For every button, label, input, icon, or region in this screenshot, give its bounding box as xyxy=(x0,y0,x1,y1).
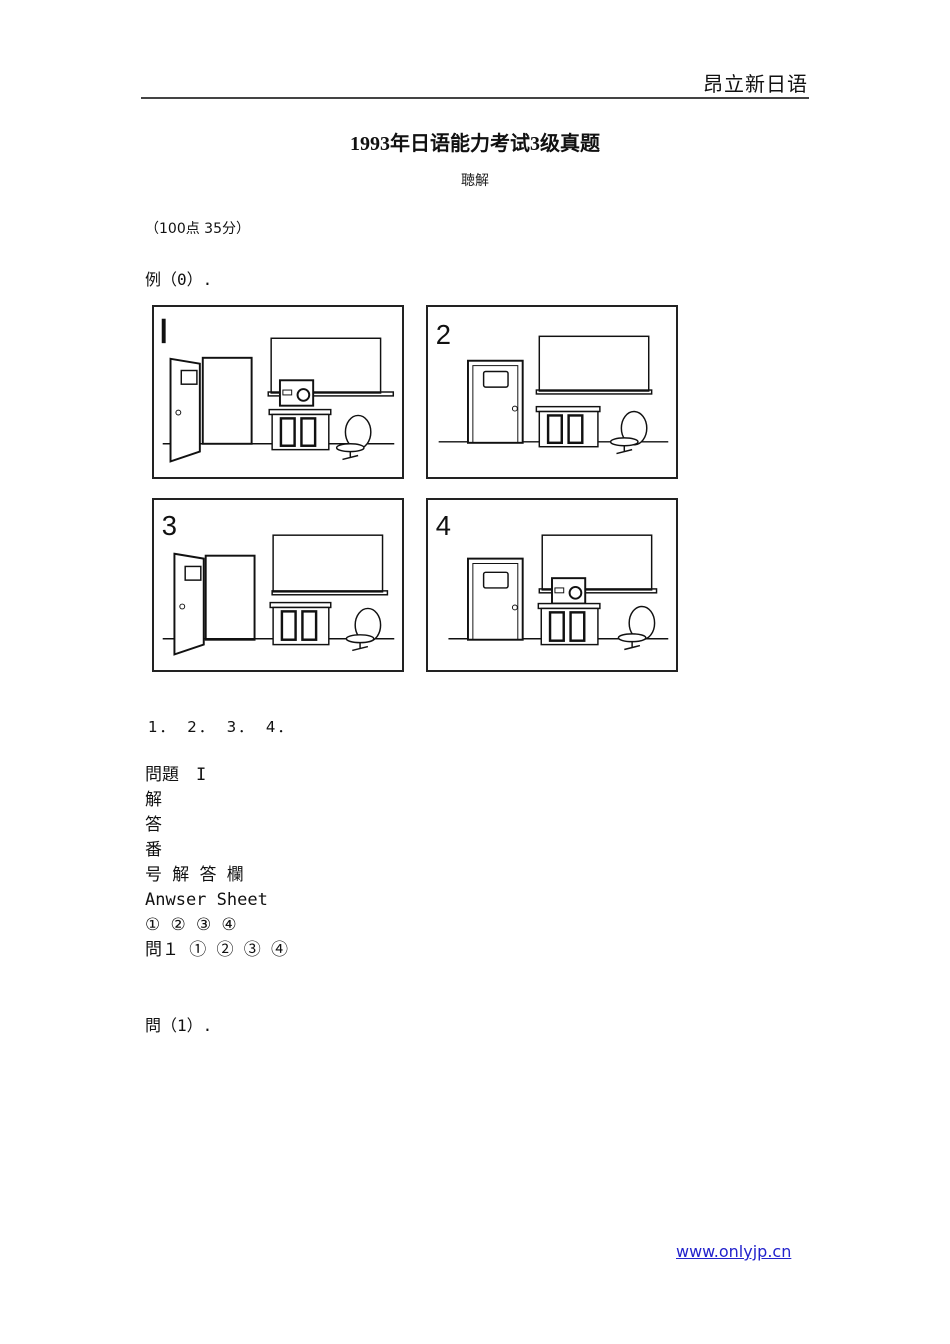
answer-sheet-line: Anwser Sheet xyxy=(145,890,268,910)
answer-sheet-line: 問題 I xyxy=(145,765,207,785)
question-1-label: 問（1）. xyxy=(145,1016,213,1035)
footer-website-link[interactable]: www.onlyjp.cn xyxy=(676,1242,792,1261)
classroom-open-door-illustration: 3 xyxy=(162,510,395,656)
score-time-info: （100点 35分） xyxy=(145,221,250,237)
answer-sheet-line: ① ② ③ ④ xyxy=(145,915,237,935)
answer-choices: 1． 2． 3． 4． xyxy=(148,718,295,736)
brand-name: 昂立新日语 xyxy=(703,72,808,96)
header-divider xyxy=(141,97,809,99)
panel-3: 3 xyxy=(152,498,404,672)
document-title: 1993年日语能力考试3级真题 xyxy=(350,133,600,155)
answer-sheet-line: 解 xyxy=(145,790,162,810)
panel-4: 4 xyxy=(426,498,678,672)
panel-2: 2 xyxy=(426,305,678,479)
answer-sheet: 問題 I 解 答 番 号 解 答 欄 Anwser Sheet ① ② ③ ④ … xyxy=(145,763,288,963)
classroom-closed-door-illustration: 2 xyxy=(436,319,669,455)
answer-sheet-line: 答 xyxy=(145,815,162,835)
picture-panels: 2 3 xyxy=(152,305,678,673)
svg-text:3: 3 xyxy=(162,510,177,541)
answer-sheet-line: 問１ ① ② ③ ④ xyxy=(145,940,288,960)
classroom-closed-door-projector-illustration: 4 xyxy=(436,510,669,651)
classroom-open-door-projector-illustration xyxy=(161,318,395,463)
document-subtitle: 聴解 xyxy=(461,174,489,189)
answer-sheet-line: 番 xyxy=(145,840,162,860)
answer-sheet-line: 号 解 答 欄 xyxy=(145,865,244,885)
panel-1 xyxy=(152,305,404,479)
svg-text:4: 4 xyxy=(436,510,451,541)
svg-text:2: 2 xyxy=(436,319,451,350)
example-label: 例（0）. xyxy=(145,270,213,289)
